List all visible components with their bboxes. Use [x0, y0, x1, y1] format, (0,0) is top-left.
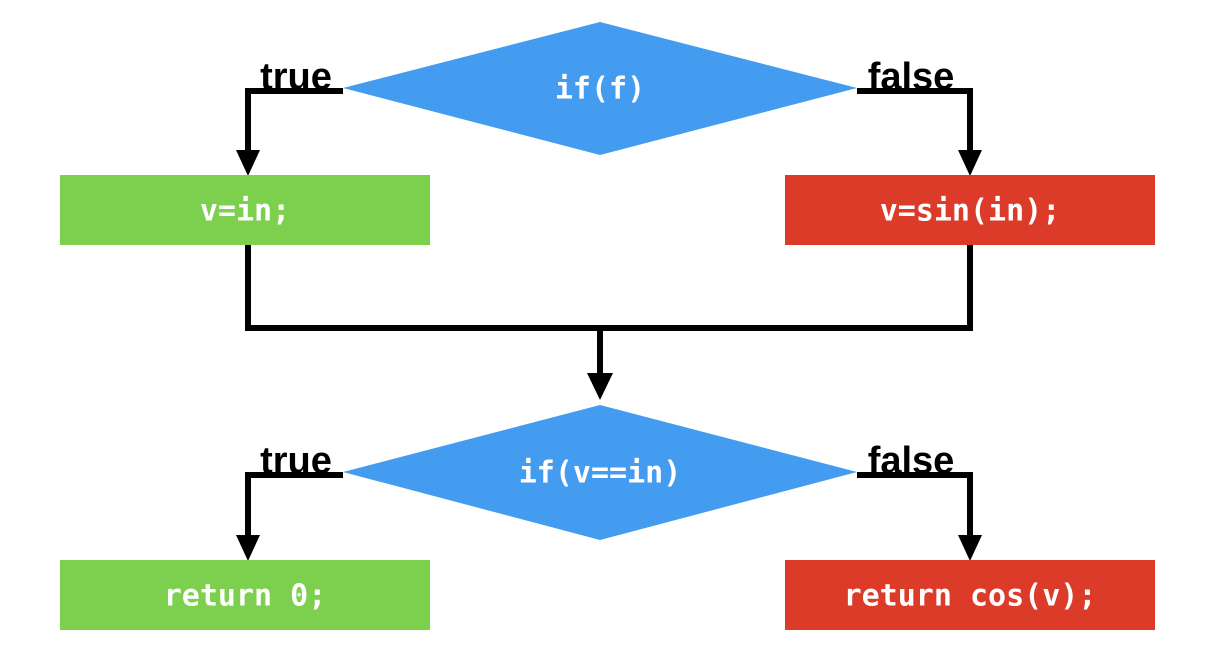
node-decision-if-f[interactable]: if(f) [343, 22, 857, 155]
process-v-assign-in-label: v=in; [200, 194, 290, 229]
edge-if-f-false-arrowhead [958, 150, 982, 176]
process-return-cos-v-shape [785, 560, 1155, 630]
decision-2-diamond-shape [343, 405, 857, 540]
node-process-v-assign-in[interactable]: v=in; [60, 175, 430, 245]
edge-if-f-false [857, 88, 982, 176]
edge-if-v-eq-in-false-path [857, 472, 973, 543]
decision-if-f-label: if(f) [555, 72, 645, 107]
edge-if-f-true-arrowhead [236, 150, 260, 176]
edge-if-f-false-path [857, 88, 973, 158]
edge-if-v-eq-in-false-arrowhead [958, 535, 982, 561]
process-return-cos-v-label: return cos(v); [844, 579, 1097, 614]
edge-if-v-eq-in-false [857, 472, 982, 561]
edge-label-if-f-true: true [260, 56, 332, 98]
edge-if-f-true [236, 88, 343, 176]
decision-if-v-eq-in-label: if(v==in) [519, 456, 682, 491]
process-return-zero-shape [60, 560, 430, 630]
process-v-assign-sin-in-label: v=sin(in); [880, 194, 1061, 229]
node-process-return-cos-v[interactable]: return cos(v); [785, 560, 1155, 630]
node-decision-if-v-eq-in[interactable]: if(v==in) [343, 405, 857, 540]
edge-if-v-eq-in-true [236, 472, 343, 561]
edge-if-v-eq-in-true-arrowhead [236, 535, 260, 561]
process-v-assign-in-shape [60, 175, 430, 245]
edge-merge-bus-path [245, 245, 973, 331]
edge-label-if-v-eq-in-false: false [868, 440, 955, 482]
decision-diamond-shape [343, 22, 857, 155]
process-v-assign-sin-in-shape [785, 175, 1155, 245]
edge-merge-arrowhead [587, 373, 613, 400]
node-process-v-assign-sin-in[interactable]: v=sin(in); [785, 175, 1155, 245]
edge-label-if-v-eq-in-true: true [260, 440, 332, 482]
process-return-zero-label: return 0; [164, 579, 327, 614]
edge-merge-junction [245, 245, 973, 400]
edge-label-if-f-false: false [868, 56, 955, 98]
edge-if-v-eq-in-true-path [245, 472, 343, 543]
node-process-return-zero[interactable]: return 0; [60, 560, 430, 630]
edge-if-f-true-path [245, 88, 343, 158]
